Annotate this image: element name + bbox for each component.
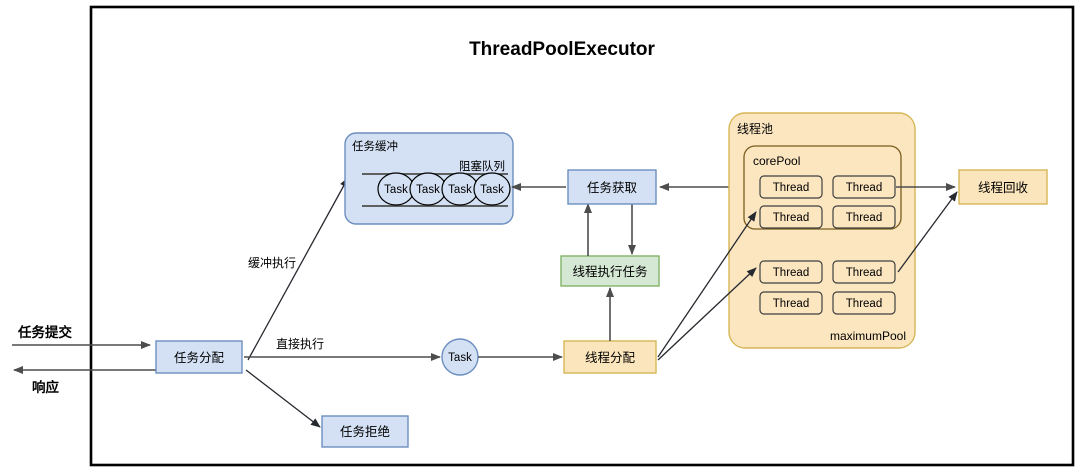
queue-task-label: Task — [480, 184, 504, 196]
thread-pool-label: 线程池 — [737, 121, 773, 136]
node-thread-pool[interactable]: 线程池 maximumPool corePool Thread Thread — [728, 112, 916, 349]
queue-task-0: Task — [377, 172, 415, 206]
submit-label: 任务提交 — [17, 324, 72, 340]
thread-label: Thread — [846, 212, 882, 224]
edge-reject — [245, 369, 321, 428]
task-fetch-label: 任务获取 — [587, 180, 638, 195]
blocking-queue-label: 阻塞队列 — [459, 159, 505, 173]
node-core-pool[interactable]: corePool Thread Thread Thread Threa — [743, 145, 902, 230]
max-thread-3[interactable]: Thread — [832, 291, 896, 315]
core-pool-label: corePool — [753, 154, 800, 168]
thread-execute-box[interactable] — [560, 255, 660, 287]
core-thread-0[interactable]: Thread — [759, 175, 823, 199]
task-fetch-box[interactable] — [567, 169, 657, 205]
max-thread-2[interactable]: Thread — [759, 291, 823, 315]
node-task-circle[interactable]: Task — [441, 338, 479, 376]
max-thread-0[interactable]: Thread — [759, 260, 823, 284]
thread-label: Thread — [773, 212, 809, 224]
task-circle-label: Task — [448, 352, 472, 364]
edge-allocate-to-maxpool — [657, 267, 757, 361]
edge-label-buffer-execute: 缓冲执行 — [248, 255, 296, 270]
max-thread-1[interactable]: Thread — [832, 260, 896, 284]
node-task-buffer[interactable]: 任务缓冲 阻塞队列 Task Task Task Task — [344, 132, 514, 225]
outer-frame — [89, 5, 1075, 467]
task-dispatch-box[interactable] — [155, 340, 243, 374]
node-task-dispatch[interactable]: 任务分配 — [155, 340, 243, 374]
task-dispatch-label: 任务分配 — [174, 350, 225, 365]
thread-label: Thread — [846, 182, 882, 194]
thread-label: Thread — [773, 267, 809, 279]
response-label: 响应 — [32, 379, 59, 395]
page-title: ThreadPoolExecutor — [469, 39, 655, 60]
thread-allocate-label: 线程分配 — [585, 350, 636, 365]
task-reject-label: 任务拒绝 — [340, 424, 390, 439]
edge-allocate-to-corepool — [657, 211, 757, 358]
maximum-pool-label: maximumPool — [830, 329, 906, 343]
queue-task-label: Task — [448, 184, 472, 196]
edge-label-direct-execute: 直接执行 — [276, 336, 324, 351]
edge-buffer-execute — [247, 177, 349, 361]
thread-label: Thread — [773, 182, 809, 194]
node-thread-execute[interactable]: 线程执行任务 — [560, 255, 660, 287]
node-task-fetch[interactable]: 任务获取 — [567, 169, 657, 205]
queue-task-3: Task — [473, 172, 511, 206]
node-thread-allocate[interactable]: 线程分配 — [563, 340, 657, 374]
thread-allocate-box[interactable] — [563, 340, 657, 374]
edge-maxpool-to-recycle — [897, 191, 958, 273]
core-thread-2[interactable]: Thread — [759, 205, 823, 229]
thread-execute-label: 线程执行任务 — [572, 264, 647, 279]
queue-task-label: Task — [416, 184, 440, 196]
thread-label: Thread — [846, 298, 882, 310]
queue-task-1: Task — [409, 172, 447, 206]
thread-recycle-box[interactable] — [958, 169, 1048, 205]
task-buffer-label: 任务缓冲 — [352, 139, 398, 153]
queue-task-label: Task — [384, 184, 408, 196]
node-task-reject[interactable]: 任务拒绝 — [321, 415, 409, 448]
thread-label: Thread — [773, 298, 809, 310]
thread-recycle-label: 线程回收 — [978, 180, 1029, 195]
task-reject-box[interactable] — [321, 415, 409, 448]
core-thread-3[interactable]: Thread — [832, 205, 896, 229]
thread-label: Thread — [846, 267, 882, 279]
core-thread-1[interactable]: Thread — [832, 175, 896, 199]
node-thread-recycle[interactable]: 线程回收 — [958, 169, 1048, 205]
queue-task-2: Task — [441, 172, 479, 206]
